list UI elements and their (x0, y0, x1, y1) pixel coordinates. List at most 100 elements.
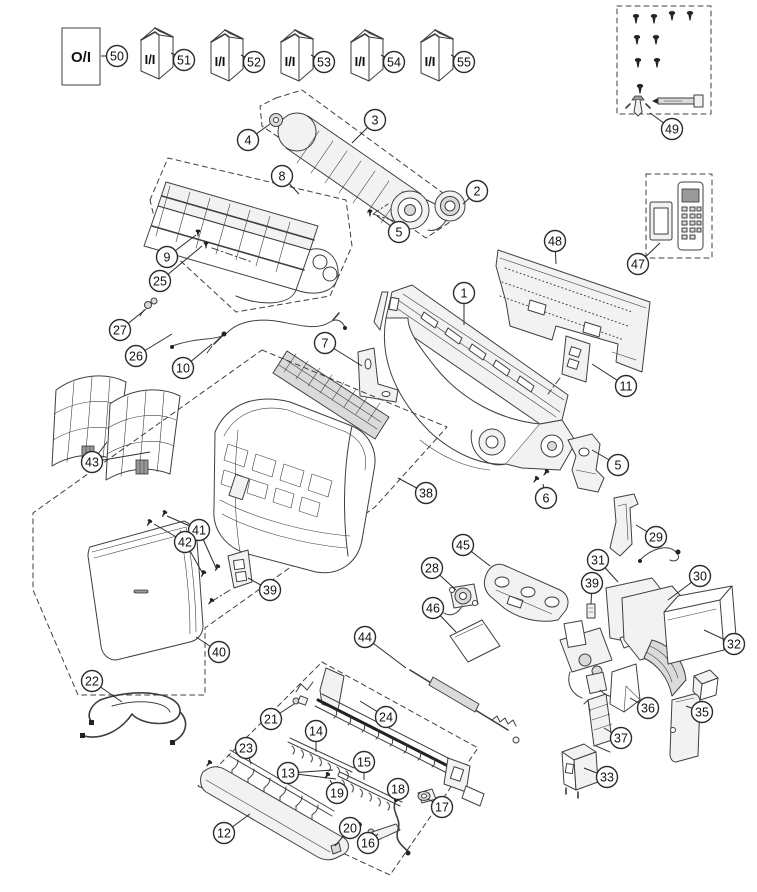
callout-27[interactable]: 27 (108, 308, 147, 342)
callout-14[interactable]: 14 (304, 719, 328, 753)
callout-30[interactable]: 30 (667, 564, 712, 601)
stepping-motor (443, 583, 479, 616)
callout-5a[interactable]: 5 (376, 215, 411, 244)
vane-bushing (417, 788, 437, 804)
callout-balloon-icon (543, 229, 567, 253)
callout-49[interactable]: 49 (649, 112, 684, 141)
callout-16[interactable]: 16 (356, 831, 380, 855)
callout-26[interactable]: 26 (124, 333, 173, 368)
callout-21[interactable]: 21 (259, 703, 295, 731)
callout-19[interactable]: 19 (325, 779, 349, 805)
operating-instructions-label: O/I (71, 49, 91, 66)
fan-bearing (269, 113, 283, 127)
callout-38[interactable]: 38 (397, 477, 438, 505)
svg-text:25: 25 (153, 274, 167, 288)
callout-46[interactable]: 46 (421, 596, 457, 633)
callout-4[interactable]: 4 (236, 123, 271, 152)
electrical-assembly (559, 620, 619, 699)
callout-45[interactable]: 45 (451, 533, 491, 567)
callout-33[interactable]: 33 (583, 765, 619, 789)
fan-motor (426, 190, 466, 231)
callout-5b[interactable]: 5 (591, 449, 630, 477)
callout-17[interactable]: 17 (427, 795, 454, 819)
callout-1[interactable]: 1 (452, 281, 476, 326)
svg-text:48: 48 (548, 234, 562, 248)
svg-text:43: 43 (85, 455, 99, 469)
callout-48[interactable]: 48 (543, 229, 567, 265)
callout-balloon-icon (451, 533, 475, 557)
callout-2[interactable]: 2 (462, 179, 489, 205)
installation-manual-label: I/I (425, 54, 436, 69)
svg-text:29: 29 (649, 530, 663, 544)
callout-balloon-icon (660, 117, 684, 141)
lead-wire (638, 547, 681, 563)
svg-text:1: 1 (461, 286, 468, 300)
callout-22[interactable]: 22 (80, 669, 123, 703)
callout-53[interactable]: 53 (310, 50, 336, 74)
callout-7[interactable]: 7 (313, 331, 363, 367)
callout-39b[interactable]: 39 (580, 571, 604, 605)
callout-31[interactable]: 31 (586, 548, 619, 583)
louver-row (287, 737, 355, 780)
svg-text:5: 5 (396, 225, 403, 239)
callout-42[interactable]: 42 (153, 523, 204, 575)
callout-54[interactable]: 54 (380, 50, 406, 74)
callout-balloon-icon (580, 571, 604, 595)
callout-55[interactable]: 55 (450, 50, 476, 74)
callout-51[interactable]: 51 (170, 48, 196, 72)
callout-balloon-icon (363, 108, 387, 132)
callout-47[interactable]: 47 (626, 242, 661, 276)
callout-24[interactable]: 24 (359, 700, 398, 729)
rear-mounting-plate (495, 249, 651, 373)
callout-12[interactable]: 12 (212, 813, 251, 845)
callout-balloon-icon (105, 44, 129, 68)
callout-52[interactable]: 52 (240, 50, 266, 74)
callout-10[interactable]: 10 (171, 343, 213, 380)
callout-28[interactable]: 28 (420, 556, 457, 591)
svg-text:4: 4 (245, 133, 252, 147)
callout-36[interactable]: 36 (629, 696, 660, 720)
electrical-box (663, 585, 737, 665)
callout-balloon-icon (452, 50, 476, 74)
callout-balloon-icon (688, 564, 712, 588)
callout-balloon-icon (352, 750, 376, 774)
callout-32[interactable]: 32 (703, 629, 746, 656)
callout-balloon-icon (586, 548, 610, 572)
callout-39a[interactable]: 39 (247, 577, 282, 602)
callout-25[interactable]: 25 (148, 245, 203, 293)
callout-8[interactable]: 8 (270, 164, 300, 195)
callout-50[interactable]: 50 (101, 44, 129, 68)
callout-13[interactable]: 13 (276, 761, 337, 785)
front-grille-body (213, 398, 376, 574)
svg-text:9: 9 (164, 250, 171, 264)
callout-15[interactable]: 15 (352, 750, 376, 781)
sensor-clip (139, 297, 158, 317)
terminal-board (583, 693, 613, 753)
svg-text:45: 45 (456, 538, 470, 552)
svg-text:7: 7 (322, 336, 329, 350)
svg-text:53: 53 (317, 55, 331, 69)
svg-text:18: 18 (391, 782, 405, 796)
svg-text:19: 19 (330, 786, 344, 800)
callout-balloon-icon (276, 761, 300, 785)
callout-6[interactable]: 6 (534, 483, 558, 510)
callout-balloon-icon (234, 736, 258, 760)
horizontal-vane (200, 759, 349, 861)
callout-44[interactable]: 44 (353, 625, 407, 669)
callout-35[interactable]: 35 (685, 700, 714, 724)
callout-20[interactable]: 20 (334, 816, 362, 847)
callout-3[interactable]: 3 (351, 108, 387, 144)
callout-40[interactable]: 40 (195, 636, 231, 664)
sensor-holder (586, 603, 596, 619)
callout-balloon-icon (386, 777, 410, 801)
callout-9[interactable]: 9 (155, 234, 197, 269)
mounting-screws (531, 468, 550, 484)
callout-43[interactable]: 43 (80, 441, 151, 474)
callout-29[interactable]: 29 (635, 524, 668, 549)
callout-23[interactable]: 23 (234, 736, 258, 765)
cross-flow-fan-roller (277, 112, 430, 230)
callout-18[interactable]: 18 (386, 777, 410, 802)
callout-11[interactable]: 11 (591, 363, 638, 398)
callout-37[interactable]: 37 (603, 726, 633, 750)
